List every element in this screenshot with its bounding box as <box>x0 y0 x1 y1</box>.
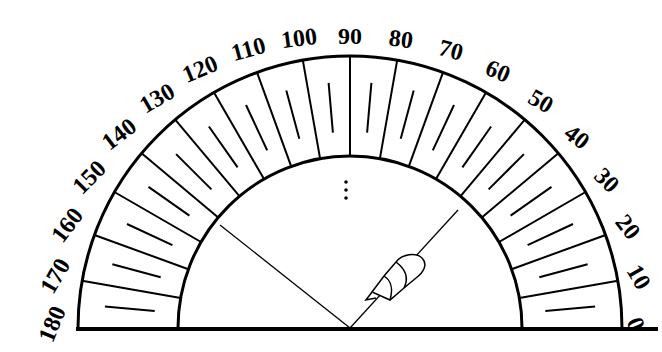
tick-mark <box>489 154 524 189</box>
center-dots <box>344 180 348 200</box>
scale-number: 130 <box>135 78 178 117</box>
scale-number: 20 <box>611 210 645 244</box>
tick-mark <box>380 60 397 159</box>
tick-mark <box>461 120 525 197</box>
tick-mark <box>176 154 211 189</box>
scale-number: 80 <box>388 25 415 52</box>
tick-mark <box>142 153 219 217</box>
tick-mark <box>127 224 172 245</box>
scale-number: 40 <box>561 120 595 154</box>
tick-mark <box>436 92 486 179</box>
scale-number: 140 <box>97 114 140 155</box>
tick-mark <box>112 264 160 277</box>
scale-number: 160 <box>47 203 88 246</box>
tick-mark <box>528 224 573 245</box>
scale-number: 30 <box>590 163 624 197</box>
tick-mark <box>545 307 595 311</box>
angle-ray <box>220 225 350 328</box>
tick-mark <box>499 192 586 242</box>
tick-mark <box>511 187 552 216</box>
scale-number: 60 <box>483 56 514 87</box>
tick-mark <box>149 187 190 216</box>
outer-arc <box>78 56 622 328</box>
tick-mark <box>209 127 238 168</box>
scale-number: 170 <box>35 254 74 297</box>
tick-mark <box>303 60 320 159</box>
tick-mark <box>82 281 181 298</box>
tick-mark <box>433 105 454 150</box>
tick-mark <box>462 127 491 168</box>
tick-mark <box>286 90 299 138</box>
scale-number: 50 <box>524 84 557 117</box>
inner-arc <box>178 156 522 328</box>
tick-mark <box>94 235 188 269</box>
scale-number: 70 <box>436 36 465 65</box>
scale-number: 0 <box>623 314 650 334</box>
scale-number: 120 <box>179 51 221 87</box>
scale-number: 110 <box>228 33 268 65</box>
angle-ray <box>350 210 458 328</box>
tick-mark <box>519 281 618 298</box>
tick-mark <box>246 105 267 150</box>
tick-mark <box>349 56 351 156</box>
tick-mark <box>257 72 291 166</box>
scale-number: 180 <box>34 303 70 345</box>
tick-mark <box>114 192 201 242</box>
scale-ticks <box>78 56 622 328</box>
scale-number: 90 <box>338 24 362 48</box>
tick-mark <box>329 83 333 133</box>
scale-number: 100 <box>279 23 318 51</box>
base-line <box>76 327 658 331</box>
scale-number: 10 <box>623 261 656 294</box>
tick-mark <box>409 72 443 166</box>
tick-mark <box>214 92 264 179</box>
tick-mark <box>539 264 587 277</box>
tick-mark <box>401 90 414 138</box>
scale-number: 150 <box>68 156 110 198</box>
tick-mark <box>482 153 559 217</box>
tick-mark <box>367 83 371 133</box>
tick-mark <box>512 235 606 269</box>
tick-mark <box>175 120 239 197</box>
pencil-symbol <box>366 255 425 300</box>
tick-mark <box>105 307 155 311</box>
